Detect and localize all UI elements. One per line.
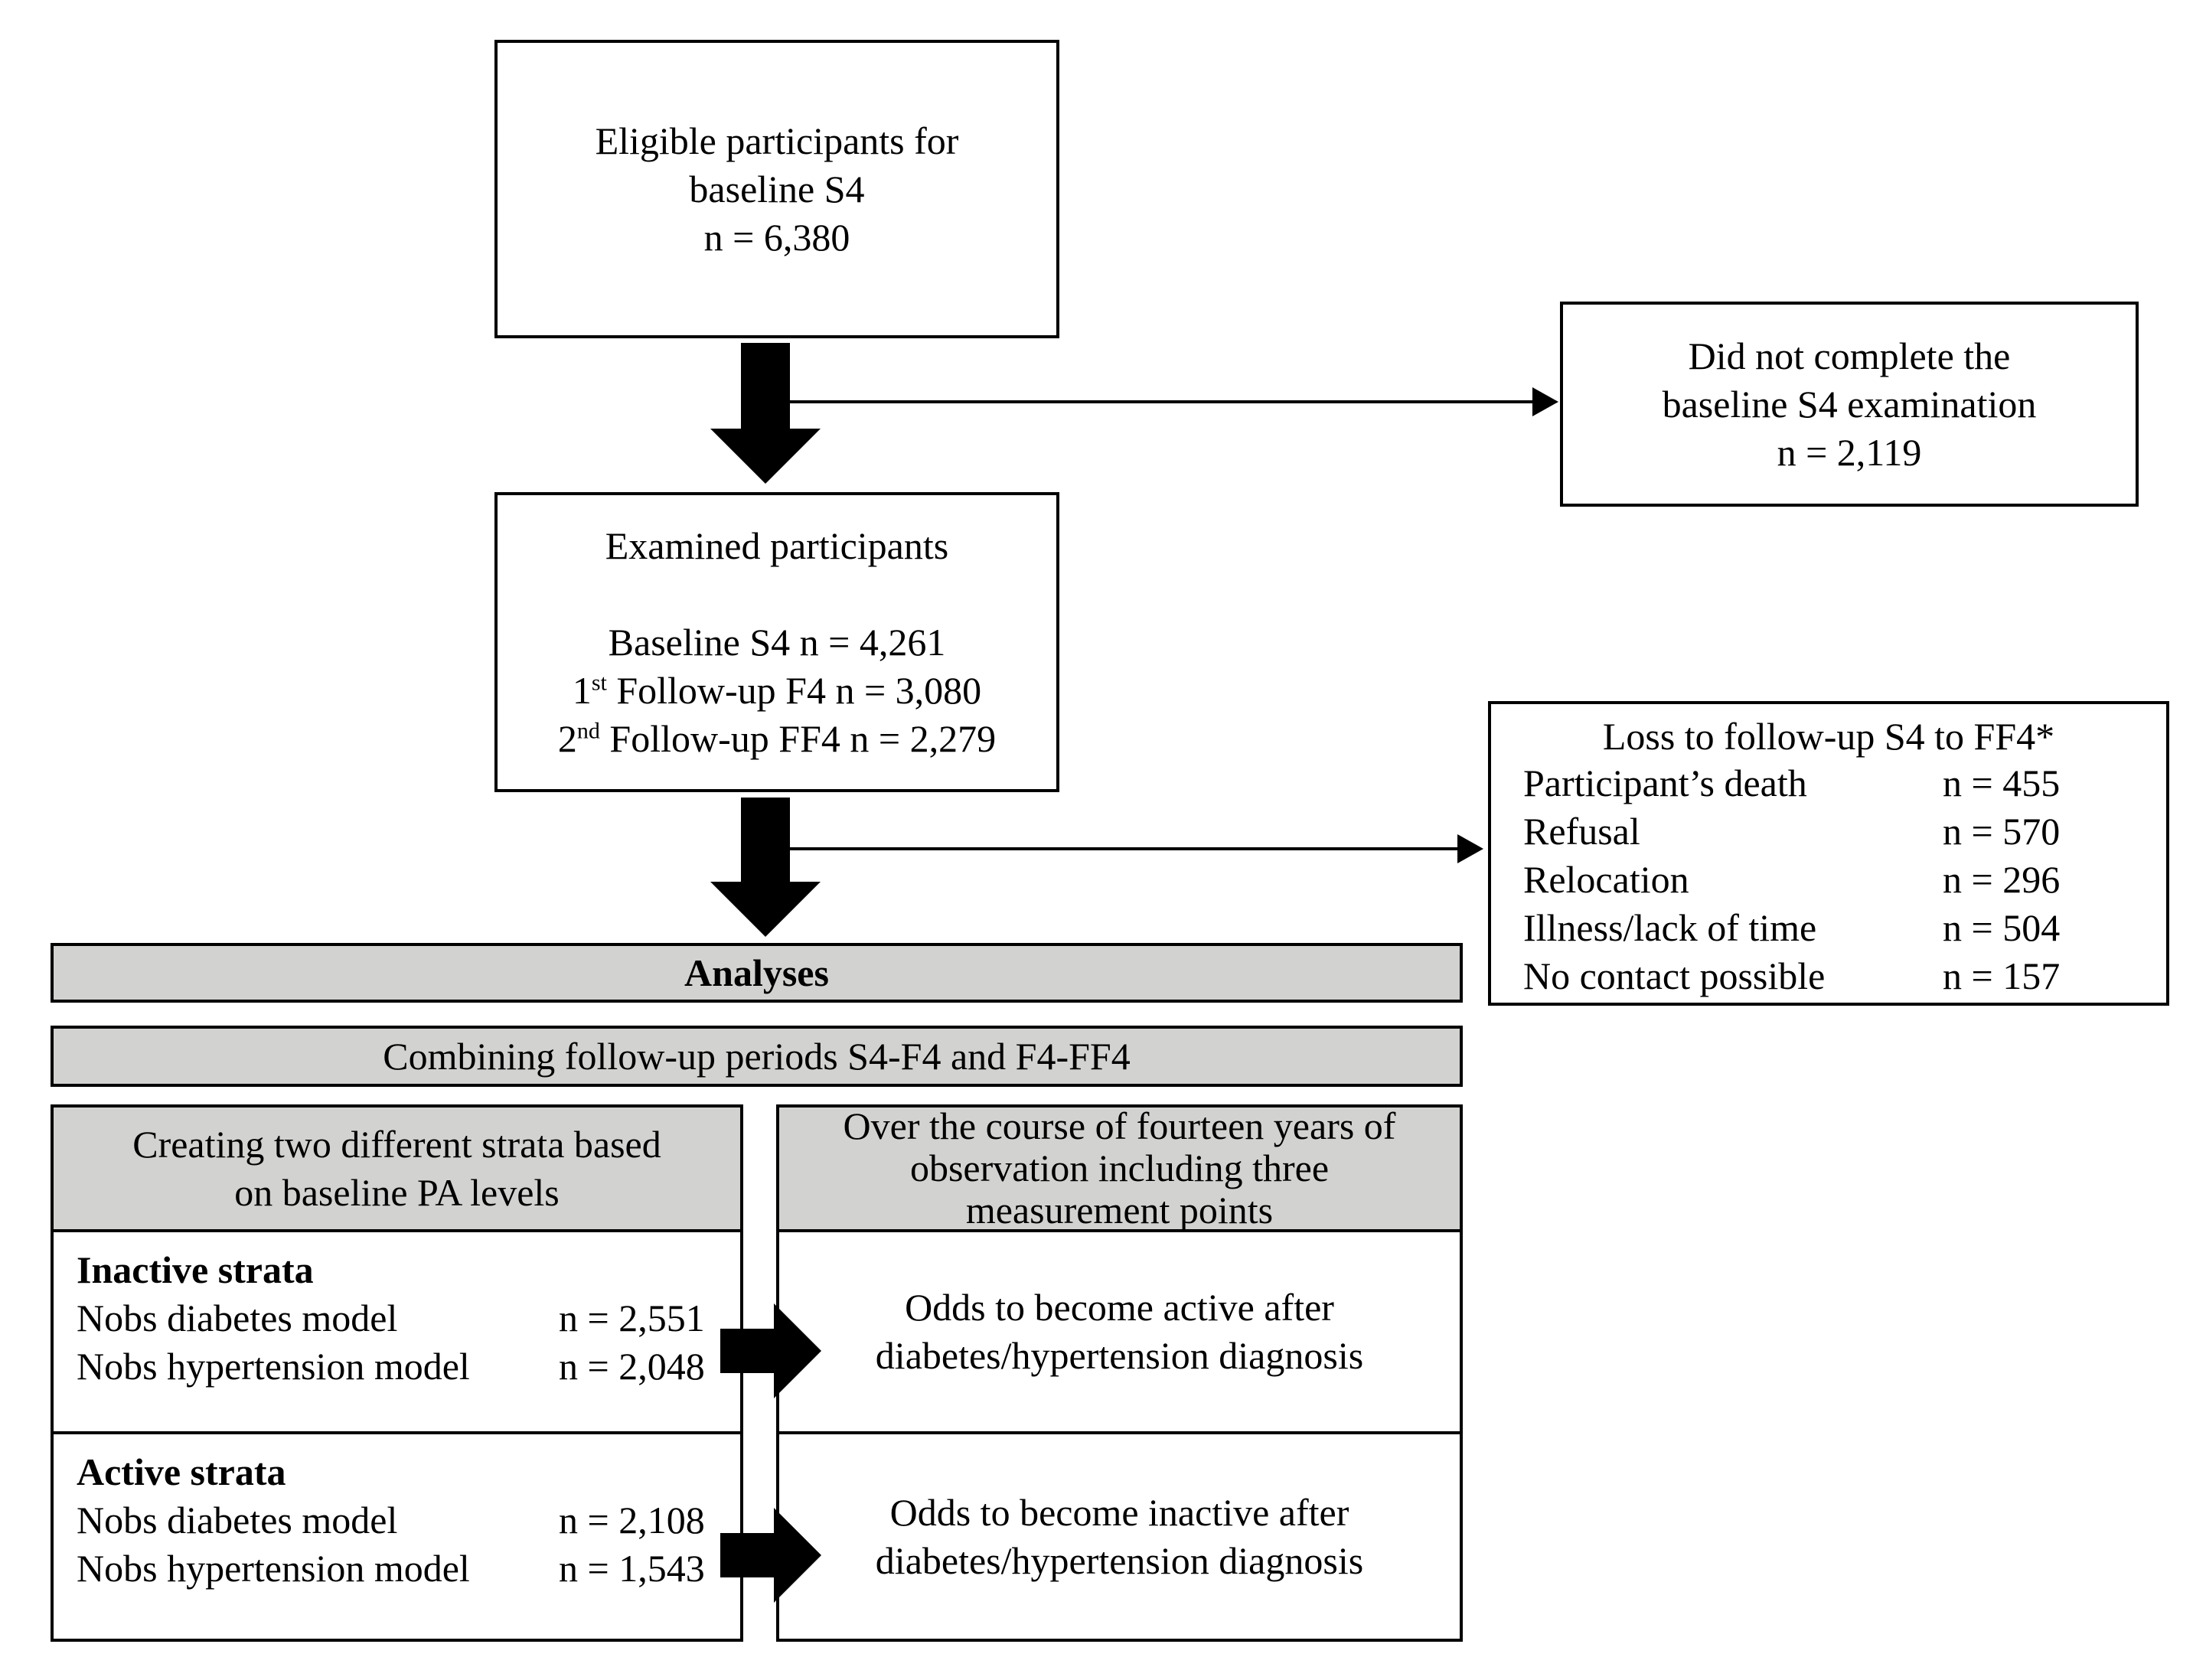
strata-header-line-1: Creating two different strata based [132,1122,661,1166]
analyses-bar-label: Analyses [684,951,829,994]
strata-header-line-2: on baseline PA levels [234,1170,560,1214]
odds-active-box: Odds to become active after diabetes/hyp… [779,1229,1460,1431]
inactive-strata-title: Inactive strata [77,1248,314,1291]
examined-baseline-count: Baseline S4 n = 4,261 [608,620,946,664]
thick-down-arrow-1-head [710,429,821,484]
loss-row-relocation: Relocation n = 296 [1491,856,2166,904]
combining-periods-bar: Combining follow-up periods S4-F4 and F4… [51,1026,1463,1087]
odds-inactive-line-2: diabetes/hypertension diagnosis [875,1538,1364,1582]
did-not-complete-line-2: baseline S4 examination [1662,382,2037,426]
eligible-participants-box: Eligible participants for baseline S4 n … [494,40,1059,338]
outcomes-header-line-2: observation including three [909,1147,1330,1189]
outcomes-header-line-3: measurement points [965,1189,1274,1231]
loss-row-death: Participant’s death n = 455 [1491,759,2166,807]
connector-to-exclusion-1 [790,400,1534,403]
strata-column-header: Creating two different strata based on b… [54,1107,740,1229]
thick-down-arrow-1-shaft [741,343,790,430]
model-count: n = 2,108 [559,1499,705,1541]
strata-column: Creating two different strata based on b… [51,1104,743,1642]
outcomes-header-line-1: Over the course of fourteen years of [843,1104,1396,1147]
outcomes-column-header: Over the course of fourteen years of obs… [779,1104,1460,1231]
model-label: Nobs hypertension model [77,1345,470,1388]
inactive-diabetes-row: Nobs diabetes model n = 2,551 [54,1294,740,1342]
model-label: Nobs diabetes model [77,1499,398,1541]
loss-row-value: n = 157 [1943,954,2061,997]
connector-to-loss-box [790,847,1457,850]
model-count: n = 2,551 [559,1297,705,1339]
active-strata-section: Active strata Nobs diabetes model n = 2,1… [54,1431,740,1639]
odds-active-line-1: Odds to become active after [905,1286,1334,1329]
connector-to-loss-box-arrowhead-icon [1457,834,1483,863]
loss-row-label: Participant’s death [1523,762,1807,804]
thick-down-arrow-2-shaft [741,798,790,883]
examined-ff4-rest: Follow-up FF4 n = 2,279 [599,716,997,760]
outcomes-column: Over the course of fourteen years of obs… [776,1104,1463,1642]
loss-row-value: n = 296 [1943,858,2061,901]
active-strata-title: Active strata [77,1450,286,1493]
loss-row-refusal: Refusal n = 570 [1491,807,2166,856]
model-count: n = 1,543 [559,1547,705,1590]
examined-participants-box: Examined participants Baseline S4 n = 4,… [494,492,1059,792]
loss-row-value: n = 455 [1943,762,2061,804]
eligible-count: n = 6,380 [703,215,850,259]
model-label: Nobs hypertension model [77,1547,470,1590]
loss-row-label: Illness/lack of time [1523,906,1817,949]
loss-row-no-contact: No contact possible n = 157 [1491,952,2166,1000]
loss-row-label: Refusal [1523,810,1640,853]
model-count: n = 2,048 [559,1345,705,1388]
thick-right-arrow-1-head [774,1303,821,1398]
did-not-complete-box: Did not complete the baseline S4 examina… [1560,302,2139,507]
combining-periods-label: Combining follow-up periods S4-F4 and F4… [383,1034,1131,1078]
inactive-hypertension-row: Nobs hypertension model n = 2,048 [54,1342,740,1391]
examined-f4-count: 1st Follow-up F4 n = 3,080 [573,667,981,715]
did-not-complete-line-1: Did not complete the [1688,334,2011,377]
loss-row-illness: Illness/lack of time n = 504 [1491,904,2166,952]
thick-right-arrow-2-shaft [720,1533,774,1577]
odds-active-line-2: diabetes/hypertension diagnosis [875,1334,1364,1377]
loss-row-value: n = 504 [1943,906,2061,949]
examined-f4-ordinal-suffix: st [591,669,607,695]
connector-to-exclusion-1-arrowhead-icon [1532,387,1558,416]
loss-row-label: No contact possible [1523,954,1826,997]
model-label: Nobs diabetes model [77,1297,398,1339]
active-hypertension-row: Nobs hypertension model n = 1,543 [54,1545,740,1593]
inactive-strata-section: Inactive strata Nobs diabetes model n = 2… [54,1229,740,1431]
odds-inactive-box: Odds to become inactive after diabetes/h… [779,1431,1460,1639]
examined-ff4-ordinal: 2 [557,716,577,760]
eligible-line-1: Eligible participants for [595,119,959,162]
examined-ff4-ordinal-suffix: nd [576,717,600,743]
thick-right-arrow-1-shaft [720,1329,774,1373]
loss-box-title: Loss to follow-up S4 to FF4* [1602,715,2055,758]
examined-f4-rest: Follow-up F4 n = 3,080 [606,668,982,712]
loss-row-label: Relocation [1523,858,1689,901]
did-not-complete-count: n = 2,119 [1777,430,1922,474]
odds-inactive-line-1: Odds to become inactive after [889,1490,1349,1534]
examined-title: Examined participants [605,524,949,567]
thick-right-arrow-2-head [774,1508,821,1603]
examined-ff4-count: 2nd Follow-up FF4 n = 2,279 [558,715,996,763]
examined-f4-ordinal: 1 [572,668,592,712]
loss-to-follow-up-box: Loss to follow-up S4 to FF4* Participant… [1488,701,2169,1006]
loss-row-value: n = 570 [1943,810,2061,853]
eligible-line-2: baseline S4 [689,167,865,210]
thick-down-arrow-2-head [710,882,821,937]
active-diabetes-row: Nobs diabetes model n = 2,108 [54,1496,740,1545]
analyses-bar: Analyses [51,943,1463,1003]
